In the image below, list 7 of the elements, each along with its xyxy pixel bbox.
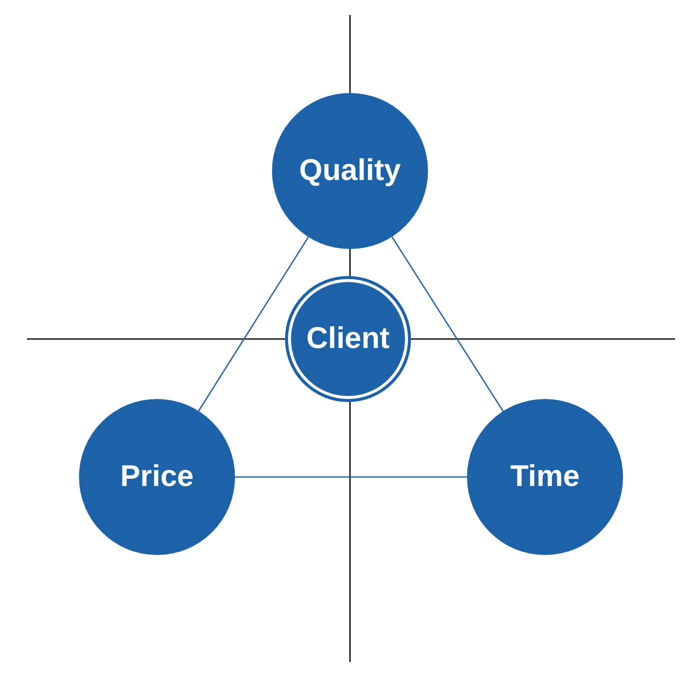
connector-line: [235, 476, 467, 478]
connector-line: [198, 236, 309, 412]
node-label: Time: [510, 459, 580, 496]
node-label: Quality: [299, 153, 401, 190]
node-label: Client: [306, 321, 390, 358]
node-label: Price: [120, 459, 194, 496]
connector-line: [391, 236, 504, 412]
